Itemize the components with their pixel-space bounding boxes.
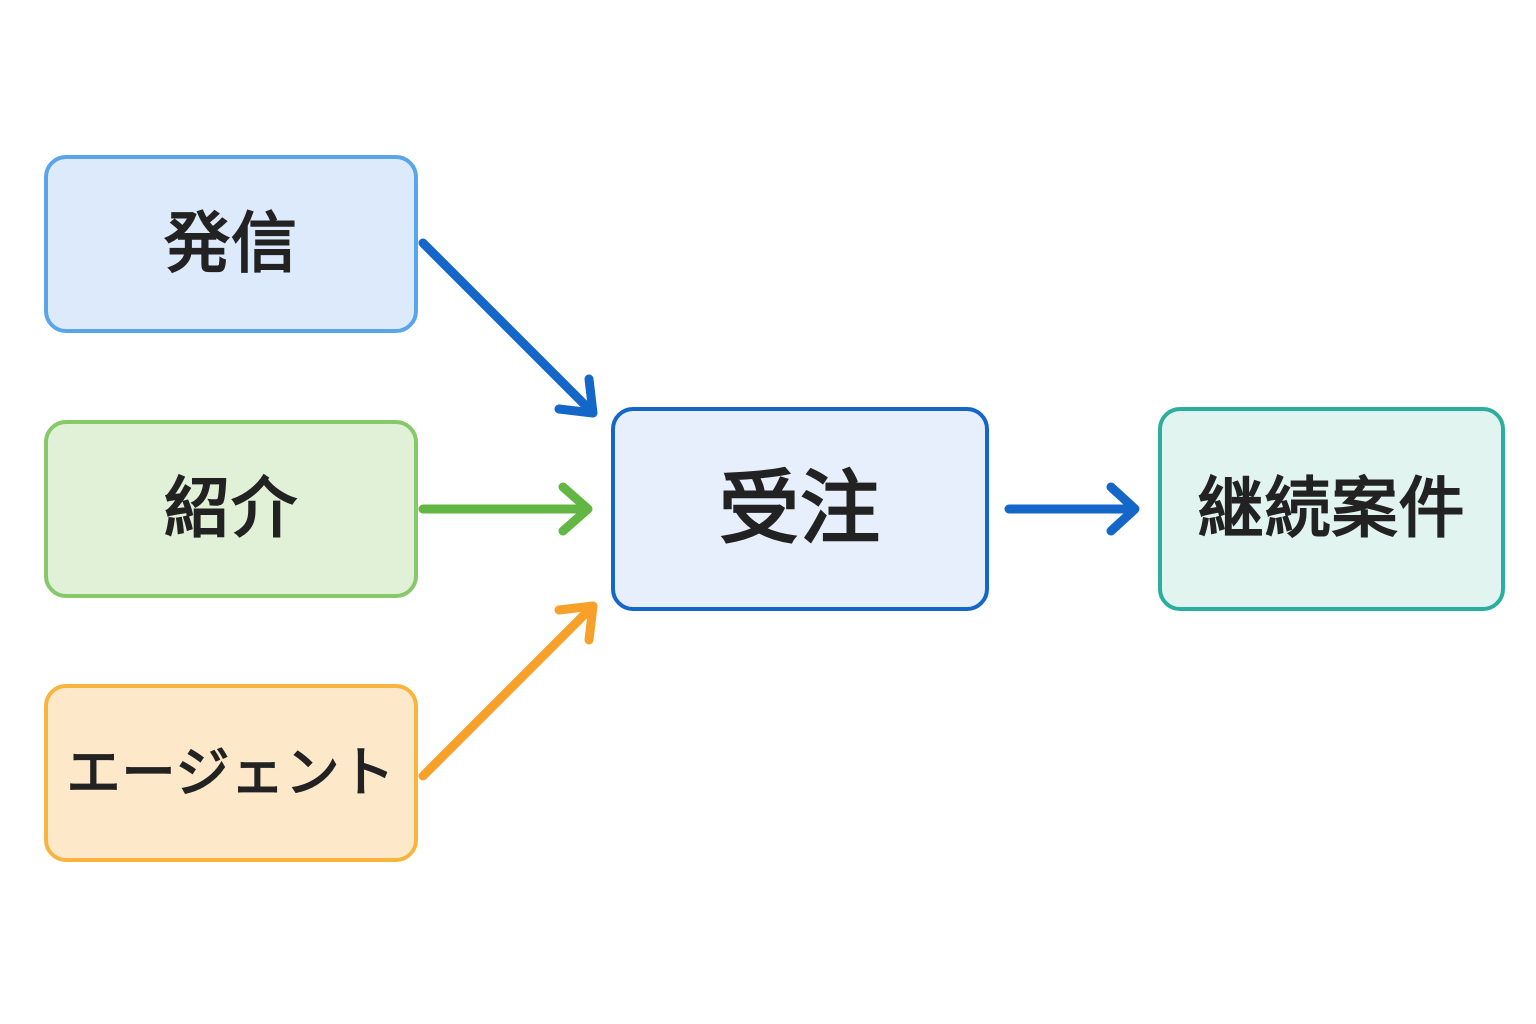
node-keizoku: 継続案件 <box>1158 407 1505 611</box>
node-keizoku-label: 継続案件 <box>1197 470 1466 547</box>
node-shokai-label: 紹介 <box>164 470 298 547</box>
arrow-juchu-to-keizoku <box>1004 482 1140 536</box>
node-shokai: 紹介 <box>44 420 418 598</box>
node-hasshin: 発信 <box>44 155 418 333</box>
arrow-shokai-to-juchu <box>418 482 593 536</box>
arrow-agent-to-juchu <box>418 601 598 781</box>
node-juchu: 受注 <box>611 407 989 611</box>
arrow-hasshin-to-juchu <box>418 238 598 418</box>
node-hasshin-label: 発信 <box>164 205 298 282</box>
node-agent-label: エージェント <box>66 741 396 804</box>
node-juchu-label: 受注 <box>719 462 881 555</box>
node-agent: エージェント <box>44 684 418 862</box>
